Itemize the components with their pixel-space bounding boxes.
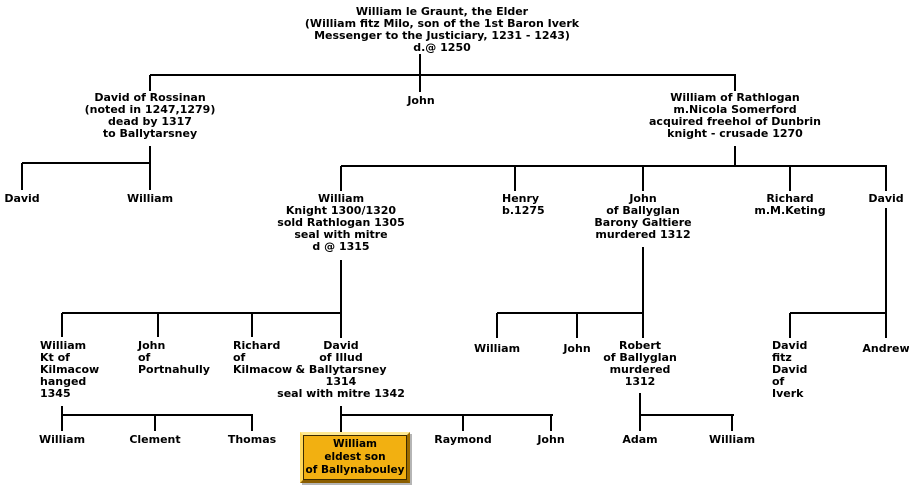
- tree-connector-line: [462, 415, 464, 431]
- tree-connector-line: [497, 312, 644, 314]
- tree-connector-line: [157, 313, 159, 337]
- tree-connector-line: [885, 208, 887, 338]
- node-raymond: Raymond: [434, 433, 492, 446]
- tree-connector-line: [340, 406, 342, 433]
- tree-connector-line: [21, 163, 23, 190]
- tree-connector-line: [150, 74, 736, 76]
- node-william-son-of-rossinan: William: [126, 192, 174, 205]
- node-henry-b1275: Henry b.1275: [502, 192, 545, 217]
- node-john-of-portnahully: John of Portnahully: [138, 339, 210, 376]
- node-richard-m-keting: Richard m.M.Keting: [754, 192, 826, 217]
- tree-connector-line: [61, 406, 63, 431]
- node-david-of-rossinan: David of Rossinan (noted in 1247,1279) d…: [84, 91, 216, 140]
- node-william-knight-1300: William Knight 1300/1320 sold Rathlogan …: [277, 192, 405, 253]
- node-john-son-of-ballyglan: John: [563, 342, 591, 355]
- tree-connector-line: [734, 146, 736, 167]
- node-robert-of-ballyglan: Robert of Ballyglan murdered 1312: [603, 339, 677, 388]
- tree-connector-line: [496, 313, 498, 338]
- tree-connector-line: [149, 146, 151, 164]
- tree-connector-line: [790, 312, 887, 314]
- node-david-son-of-rossinan: David: [4, 192, 40, 205]
- tree-connector-line: [639, 393, 641, 431]
- tree-connector-line: [61, 313, 63, 337]
- node-thomas: Thomas: [227, 433, 277, 446]
- tree-connector-line: [149, 75, 151, 91]
- node-david-fitz-david-of-iverk: David fitz David of Iverk: [772, 339, 808, 400]
- tree-connector-line: [642, 166, 644, 191]
- node-william-son-of-kilmacow: William: [38, 433, 86, 446]
- node-william-son-of-ballyglan: William: [473, 342, 521, 355]
- node-andrew: Andrew: [862, 342, 909, 355]
- node-clement: Clement: [129, 433, 181, 446]
- node-john-of-ballyglan: John of Ballyglan Barony Galtiere murder…: [594, 192, 692, 241]
- tree-connector-line: [514, 166, 516, 191]
- highlighted-node-label: William eldest son of Ballynabouley: [305, 438, 405, 476]
- tree-connector-line: [419, 54, 421, 92]
- tree-connector-line: [149, 163, 151, 190]
- tree-connector-line: [885, 166, 887, 191]
- tree-connector-line: [734, 75, 736, 91]
- node-william-son-of-robert: William: [708, 433, 756, 446]
- highlighted-node-william-of-ballynabouley: William eldest son of Ballynabouley: [300, 432, 410, 483]
- node-richard-of-kilmacow: Richard of Kilmacow: [233, 339, 293, 376]
- node-william-kt-of-kilmacow: William Kt of Kilmacow hanged 1345: [40, 339, 100, 400]
- tree-connector-line: [789, 313, 791, 338]
- tree-connector-line: [731, 415, 733, 431]
- node-william-of-rathlogan: William of Rathlogan m.Nicola Somerford …: [649, 91, 821, 140]
- node-john-son-of-illud: John: [537, 433, 565, 446]
- tree-connector-line: [340, 260, 342, 338]
- tree-connector-line: [62, 414, 253, 416]
- node-david-of-illud: David of Illud & Ballytarsney 1314 seal …: [277, 339, 405, 400]
- tree-connector-line: [340, 166, 342, 191]
- tree-connector-line: [576, 313, 578, 338]
- node-david-son-of-rathlogan: David: [868, 192, 904, 205]
- tree-connector-line: [62, 312, 342, 314]
- node-william-le-graunt-the-elder: William le Graunt, the Elder (William fi…: [304, 5, 580, 54]
- tree-connector-line: [22, 162, 151, 164]
- node-adam: Adam: [622, 433, 658, 446]
- tree-connector-line: [550, 415, 552, 431]
- tree-connector-line: [640, 414, 734, 416]
- tree-connector-line: [642, 247, 644, 338]
- tree-connector-line: [251, 313, 253, 337]
- tree-connector-line: [251, 415, 253, 431]
- tree-connector-line: [154, 415, 156, 431]
- tree-connector-line: [789, 166, 791, 191]
- tree-connector-line: [341, 414, 553, 416]
- tree-connector-line: [341, 165, 887, 167]
- node-john-son-of-elder: John: [407, 94, 435, 107]
